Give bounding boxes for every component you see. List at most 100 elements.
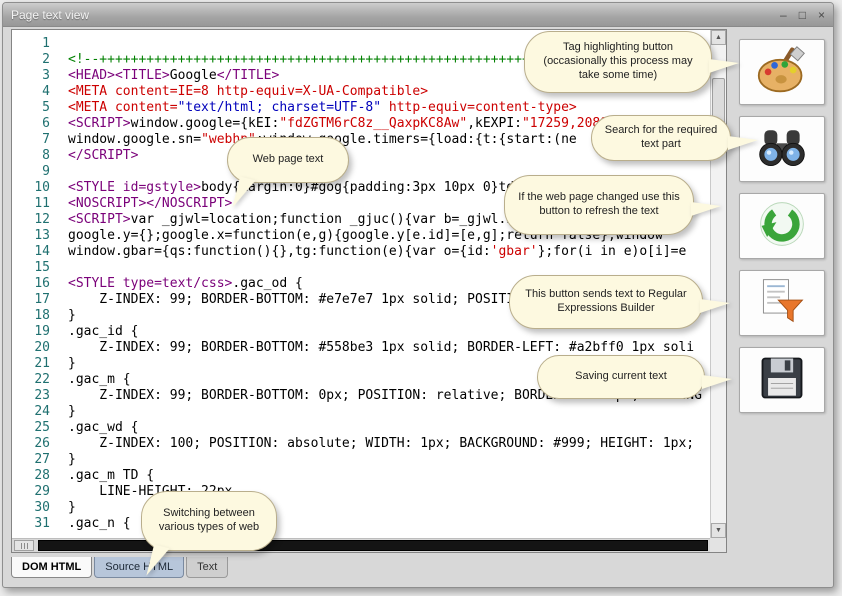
callout-text: Saving current text (575, 370, 667, 383)
line-number: 11 (34, 196, 50, 211)
callout-tail (702, 374, 732, 389)
code-line-text: <HEAD><TITLE>Google</TITLE> (68, 68, 280, 83)
line-number: 30 (34, 500, 50, 515)
line-number: 15 (34, 260, 50, 275)
line-number: 14 (34, 244, 50, 259)
window-titlebar[interactable]: Page text view – □ × (3, 3, 833, 27)
send-to-regex-button[interactable] (739, 270, 825, 336)
window-title: Page text view (11, 7, 90, 22)
line-number: 5 (42, 100, 50, 115)
callout-refresh: If the web page changed use this button … (504, 175, 721, 235)
maximize-icon[interactable]: □ (798, 7, 806, 22)
horizontal-scrollbar[interactable] (12, 538, 710, 552)
line-number: 27 (34, 452, 50, 467)
line-number: 2 (42, 52, 50, 67)
code-line-text: Z-INDEX: 100; POSITION: absolute; WIDTH:… (68, 436, 695, 451)
callout-search: Search for the required text part (591, 115, 758, 161)
code-line-text: <NOSCRIPT></NOSCRIPT> (68, 196, 233, 211)
code-line: 25 .gac_wd { (12, 420, 710, 436)
callout-web-page-text: Web page text (227, 137, 349, 212)
vertical-scrollbar[interactable]: ▲ ▼ (710, 30, 726, 538)
code-line-text: <META content="text/html; charset=UTF-8"… (68, 100, 577, 115)
line-number: 10 (34, 180, 50, 195)
code-line: 9 (12, 164, 710, 180)
line-number: 16 (34, 276, 50, 291)
line-number: 19 (34, 324, 50, 339)
code-line-text: <META content=IE=8 http-equiv=X-UA-Compa… (68, 84, 429, 99)
code-line: 8</SCRIPT> (12, 148, 710, 164)
code-line-text: } (68, 308, 76, 323)
code-line-text: .gac_wd { (68, 420, 139, 435)
line-number: 29 (34, 484, 50, 499)
scroll-down-icon[interactable]: ▼ (711, 523, 726, 538)
horizontal-scroll-track[interactable] (38, 540, 708, 551)
line-number: 20 (34, 340, 50, 355)
callout-tail (691, 202, 721, 217)
callout-text: Search for the required text part (604, 124, 718, 150)
line-number: 3 (42, 68, 50, 83)
code-line: 26 Z-INDEX: 100; POSITION: absolute; WID… (12, 436, 710, 452)
code-line-text: <STYLE type=text/css>.gac_od { (68, 276, 303, 291)
code-line-text: .gac_m { (68, 372, 131, 387)
palette-icon (756, 44, 808, 101)
callout-text: Web page text (252, 153, 324, 166)
line-number: 22 (34, 372, 50, 387)
line-number: 25 (34, 420, 50, 435)
code-line-text: Z-INDEX: 99; BORDER-BOTTOM: 0px; POSITIO… (68, 388, 702, 403)
callout-tail (709, 59, 739, 73)
code-line: 24} (12, 404, 710, 420)
line-number: 1 (42, 36, 50, 51)
code-line: 30} (12, 500, 710, 516)
line-number: 12 (34, 212, 50, 227)
code-line-text: .gac_n { (68, 516, 131, 531)
code-line: 4 <META content=IE=8 http-equiv=X-UA-Comp… (12, 84, 710, 100)
callout-save: Saving current text (537, 355, 732, 399)
callout-regex: This button sends text to Regular Expres… (509, 275, 730, 329)
code-line: 29 LINE-HEIGHT: 22px (12, 484, 710, 500)
refresh-icon (756, 198, 808, 255)
code-line-text: } (68, 500, 76, 515)
line-number: 17 (34, 292, 50, 307)
minimize-icon[interactable]: – (780, 7, 787, 22)
code-line-text: } (68, 452, 76, 467)
tag-highlighting-button[interactable] (739, 39, 825, 105)
code-line: 19 .gac_id { (12, 324, 710, 340)
code-line: 23 Z-INDEX: 99; BORDER-BOTTOM: 0px; POSI… (12, 388, 710, 404)
tab-source-html[interactable]: Source HTML (94, 557, 185, 578)
save-button[interactable] (739, 347, 825, 413)
line-number: 7 (42, 132, 50, 147)
code-line: 20 Z-INDEX: 99; BORDER-BOTTOM: #558be3 1… (12, 340, 710, 356)
line-number: 4 (42, 84, 50, 99)
code-line-text: Z-INDEX: 99; BORDER-BOTTOM: #558be3 1px … (68, 340, 695, 355)
code-line-text: .gac_id { (68, 324, 139, 339)
scrollbar-corner (710, 538, 726, 552)
code-line-text: .gac_m TD { (68, 468, 155, 483)
tab-text[interactable]: Text (186, 557, 229, 578)
code-line: 11 <NOSCRIPT></NOSCRIPT> (12, 196, 710, 212)
line-number: 26 (34, 436, 50, 451)
code-line: 18} (12, 308, 710, 324)
refresh-button[interactable] (739, 193, 825, 259)
binoculars-icon (756, 121, 808, 178)
line-number: 28 (34, 468, 50, 483)
scroll-up-icon[interactable]: ▲ (711, 30, 726, 45)
callout-switch-tabs: Switching between various types of web (141, 491, 277, 580)
line-number: 23 (34, 388, 50, 403)
code-line: 15 (12, 260, 710, 276)
code-line-text: } (68, 356, 76, 371)
code-line: 5 <META content="text/html; charset=UTF-8… (12, 100, 710, 116)
close-icon[interactable]: × (817, 7, 825, 22)
tab-dom-html[interactable]: DOM HTML (11, 557, 93, 578)
callout-text: Tag highlighting button (occasionally th… (543, 41, 693, 81)
callout-text: If the web page changed use this button … (518, 191, 680, 217)
line-number: 8 (42, 148, 50, 163)
line-number: 24 (34, 404, 50, 419)
search-button[interactable] (739, 116, 825, 182)
code-line: 27} (12, 452, 710, 468)
code-line: 22 .gac_m { (12, 372, 710, 388)
horizontal-scroll-grip[interactable] (14, 540, 34, 551)
